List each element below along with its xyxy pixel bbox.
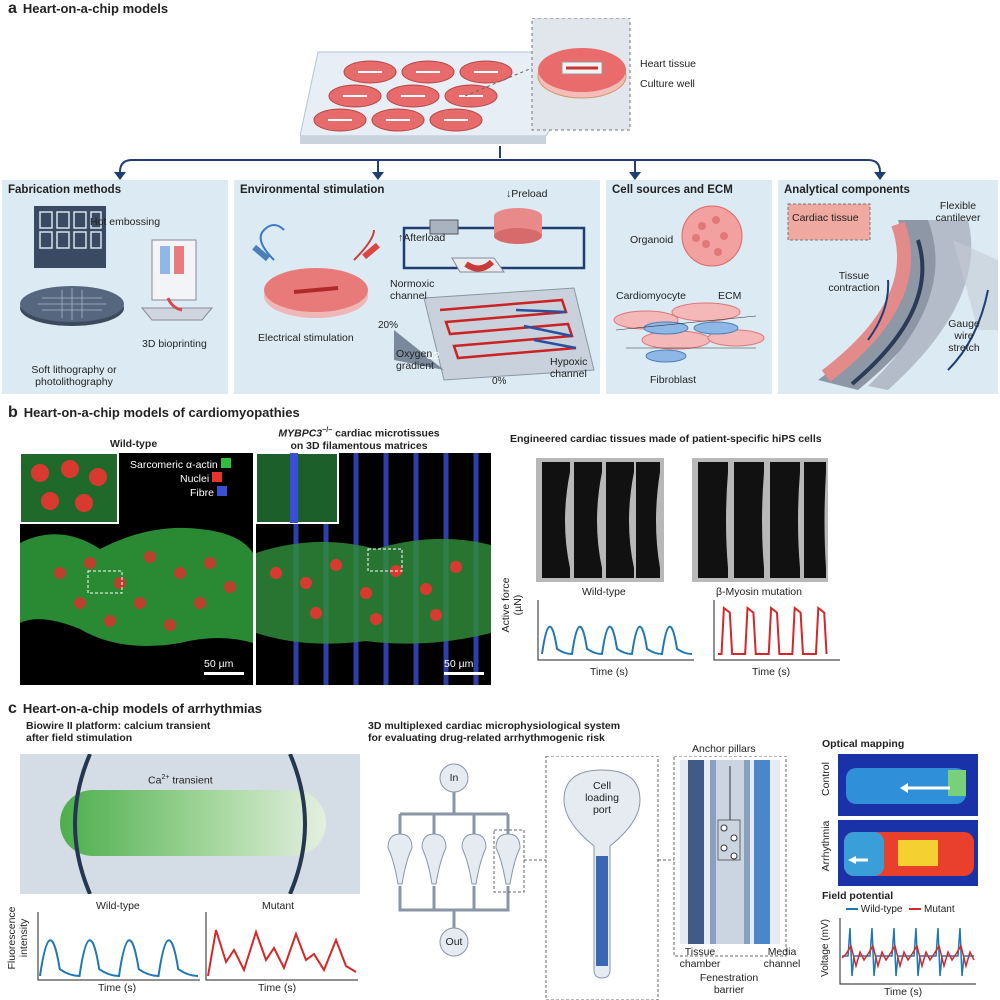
calcium-wt-trace	[37, 912, 200, 981]
cell-sources-illustration	[613, 205, 765, 363]
analytical-illustration	[787, 203, 998, 390]
wild-type-heading: Wild-type	[110, 438, 158, 450]
hot-embossing-label: Hot embossing	[90, 216, 161, 228]
fabrication-illustration	[20, 206, 214, 326]
biowire-illustration	[20, 754, 360, 894]
inlet-label: In	[449, 772, 459, 784]
field-potential-title: Field potential	[822, 890, 894, 902]
cardiomyocyte-label: Cardiomyocyte	[616, 290, 687, 302]
multiplex-illustration	[370, 756, 810, 1000]
heart-tissue-label: Heart tissue	[640, 58, 697, 70]
control-label: Control	[820, 762, 832, 796]
branch-arrows	[114, 146, 886, 180]
scale-bar-mybpc3: 50 µm	[444, 658, 474, 670]
cell-sources-panel: Cell sources and ECM Organoid Cardiomyoc…	[606, 180, 772, 394]
ca-transient-label: Ca2+ transient	[148, 774, 213, 787]
organoid-label: Organoid	[630, 234, 674, 246]
force-xlabel-wt: Time (s)	[590, 666, 629, 678]
scale-bar-wt: 50 µm	[204, 658, 234, 670]
legend-fibre: Fibre	[190, 486, 227, 499]
analytical-title: Analytical components	[784, 184, 910, 196]
fabrication-panel: Fabrication methods Hot embossing 3D bio…	[2, 180, 228, 394]
mut-force-label: β-Myosin mutation	[716, 586, 802, 598]
active-force-ylabel: Active force(µN)	[500, 577, 524, 633]
fabrication-title: Fabrication methods	[8, 184, 122, 196]
calcium-xlabel-mut: Time (s)	[258, 982, 297, 994]
anchor-pillars-label: Anchor pillars	[692, 743, 756, 755]
svg-text:O2: O2	[426, 351, 440, 362]
wt-force-label: Wild-type	[582, 586, 626, 598]
voltage-ylabel: Voltage (mV)	[820, 919, 831, 977]
mut-force-trace	[713, 600, 840, 661]
mybpc3-micrograph	[256, 453, 491, 685]
ecm-label: ECM	[718, 290, 742, 302]
fp-xlabel: Time (s)	[884, 986, 923, 998]
engineered-title: Engineered cardiac tissues made of patie…	[510, 433, 822, 445]
scale-bar-line-mybpc3	[444, 672, 484, 675]
chip-plate-illustration	[300, 18, 631, 144]
culture-well-label: Culture well	[640, 78, 695, 90]
fibroblast-label: Fibroblast	[650, 374, 697, 386]
electrical-stimulation-label: Electrical stimulation	[258, 332, 354, 344]
fp-legend: Wild-type Mutant	[846, 904, 955, 916]
wild-type-micrograph	[20, 453, 253, 685]
calcium-wt-label: Wild-type	[96, 900, 140, 912]
optical-mapping-images	[838, 754, 978, 886]
calcium-xlabel-wt: Time (s)	[98, 982, 137, 994]
afterload-label: ↑Afterload	[398, 232, 446, 244]
arrhythmia-label: Arrhythmia	[820, 820, 832, 872]
legend-nuclei: Nuclei	[180, 472, 223, 485]
bioprinting-label: 3D bioprinting	[142, 338, 207, 350]
environmental-panel: Environmental stimulation O2 ↓Preload ↑A…	[234, 180, 600, 394]
environmental-title: Environmental stimulation	[240, 184, 385, 196]
wt-force-trace	[537, 600, 694, 661]
pct0-label: 0%	[492, 376, 507, 387]
cell-sources-title: Cell sources and ECM	[612, 184, 733, 196]
force-xlabel-mut: Time (s)	[752, 666, 791, 678]
environmental-illustration: O2	[252, 208, 595, 381]
preload-label: ↓Preload	[506, 188, 548, 200]
engineered-tissue-images	[536, 458, 828, 582]
calcium-mut-label: Mutant	[262, 900, 295, 912]
optical-mapping-title: Optical mapping	[822, 738, 905, 750]
multiplex-title: 3D multiplexed cardiac microphysiologica…	[368, 720, 621, 744]
scale-bar-line-wt	[204, 672, 244, 675]
pct20-label: 20%	[378, 320, 399, 331]
outlet-label: Out	[445, 936, 463, 948]
analytical-panel: Analytical components Cardiac tissue Fle…	[778, 180, 998, 394]
mybpc3-heading: MYBPC3−/− cardiac microtissues on 3D fil…	[278, 427, 440, 452]
calcium-mut-trace	[205, 912, 358, 981]
cardiac-tissue-label: Cardiac tissue	[792, 212, 859, 224]
legend-actin: Sarcomeric α-actin	[130, 458, 231, 471]
field-potential-trace	[839, 918, 976, 985]
